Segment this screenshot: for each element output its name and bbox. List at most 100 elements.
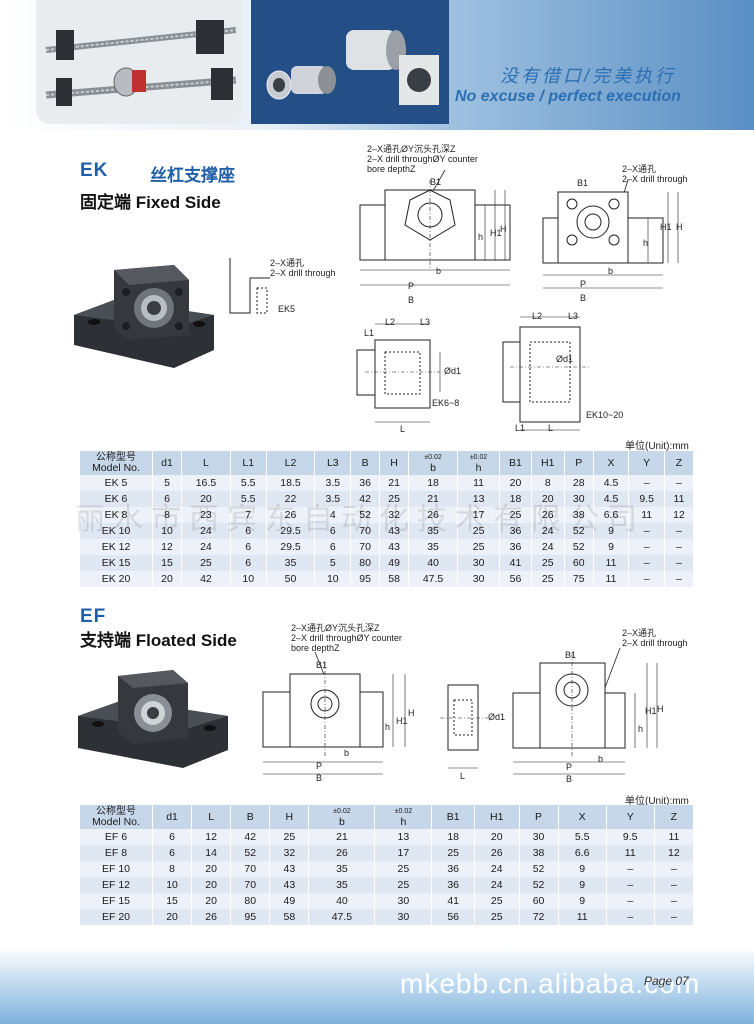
ek-unit-label: 单位(Unit):mm: [625, 441, 689, 452]
ef-product-image: [78, 670, 228, 768]
value-cell: 35: [408, 539, 458, 555]
ek-counterbore-en1: 2–X drill throughØY counter: [367, 154, 478, 164]
value-cell: 4.5: [593, 475, 630, 491]
value-cell: 36: [431, 877, 476, 893]
value-cell: 50: [266, 571, 316, 587]
value-cell: 56: [499, 571, 532, 587]
ef-counterbore-cn: 2–X通孔ØY沉头孔深Z: [291, 623, 380, 633]
value-cell: 9.5: [628, 491, 665, 507]
value-cell: 10: [152, 877, 193, 893]
value-cell: 5.5: [230, 475, 267, 491]
value-cell: 28: [564, 475, 594, 491]
value-cell: 24: [531, 523, 565, 539]
value-cell: 24: [181, 539, 231, 555]
value-cell: 43: [269, 861, 310, 877]
value-cell: 26: [408, 507, 458, 523]
slogan-chinese: 没有借口/完美执行: [500, 66, 677, 86]
ek-right-H1: H1: [660, 222, 672, 232]
value-cell: 20: [191, 861, 232, 877]
value-cell: 7: [230, 507, 267, 523]
value-cell: 12: [664, 507, 695, 523]
ek-col-header-label: Z: [675, 457, 683, 469]
ef-drill-cn: 2–X通孔: [622, 628, 657, 638]
value-cell: 15: [152, 893, 193, 909]
value-cell: 20: [152, 571, 182, 587]
ef-col-header-label: B: [246, 811, 254, 823]
value-cell: 60: [564, 555, 594, 571]
ek-col-header-label: X: [607, 457, 615, 469]
value-cell: 11: [457, 475, 501, 491]
ek-col-header-label: P: [575, 457, 583, 469]
value-cell: 42: [350, 491, 381, 507]
ek6-8-section-drawing: [356, 323, 441, 423]
value-cell: 11: [593, 571, 630, 587]
value-cell: 40: [408, 555, 458, 571]
value-cell: 20: [181, 491, 231, 507]
value-cell: 29.5: [266, 539, 316, 555]
value-cell: 21: [379, 475, 410, 491]
value-cell: 42: [181, 571, 231, 587]
value-cell: 5: [152, 475, 182, 491]
ek-right-b: b: [608, 266, 614, 276]
value-cell: 30: [374, 909, 433, 925]
value-cell: 25: [379, 491, 410, 507]
value-cell: 52: [519, 861, 559, 877]
value-cell: 25: [431, 845, 476, 861]
value-cell: 16.5: [181, 475, 231, 491]
ek-col-header-label: h: [475, 462, 482, 474]
value-cell: 21: [408, 491, 458, 507]
ef-col-header: B: [230, 805, 271, 829]
ef-col-header-label: b: [338, 816, 345, 828]
value-cell: 8: [531, 475, 565, 491]
ek-col-header-label: b: [430, 462, 436, 474]
value-cell: –: [606, 861, 655, 877]
model-cell: EK 6: [80, 491, 153, 507]
ek5-label: EK5: [278, 304, 296, 314]
value-cell: 75: [564, 571, 594, 587]
value-cell: 25: [457, 539, 501, 555]
ek6-8-L3: L3: [420, 317, 431, 327]
ek5-drill-detail: [229, 258, 270, 314]
ef-col-header: B1: [431, 805, 476, 829]
ef-col-header-label: Model No.: [92, 816, 140, 828]
value-cell: –: [628, 475, 665, 491]
ek-col-header: L: [181, 451, 231, 475]
value-cell: 10: [230, 571, 267, 587]
value-cell: 24: [474, 861, 520, 877]
ef-col-header-label: H: [285, 811, 294, 823]
ek-front-P: P: [408, 281, 415, 291]
model-cell: EK 5: [80, 475, 153, 491]
value-cell: 80: [350, 555, 381, 571]
model-cell: EF 10: [80, 861, 153, 877]
ek-col-header: P: [564, 451, 594, 475]
value-cell: –: [654, 877, 695, 893]
value-cell: 29.5: [266, 523, 316, 539]
ek-col-header-label: B1: [509, 457, 522, 469]
value-cell: 35: [308, 877, 376, 893]
value-cell: 22: [266, 491, 316, 507]
value-cell: 18: [499, 491, 532, 507]
value-cell: 6: [152, 491, 182, 507]
ek-col-header: Y: [628, 451, 665, 475]
value-cell: 30: [457, 571, 501, 587]
ef-col-header: L: [191, 805, 232, 829]
ef-col-header-label: H1: [490, 811, 504, 823]
ef-drill-en: 2–X drill through: [622, 638, 688, 648]
value-cell: 4: [314, 507, 352, 523]
ef-col-header: P: [519, 805, 559, 829]
ek-front-b: b: [436, 266, 442, 276]
ef-counterbore-en1: 2–X drill throughØY counter: [291, 633, 402, 643]
value-cell: 20: [152, 909, 193, 925]
ef-right-P: P: [566, 762, 573, 772]
ef-right-b1: B1: [565, 650, 577, 660]
page-number: Page 07: [644, 974, 689, 988]
ef-col-header-top: ±0.02: [394, 808, 413, 815]
value-cell: 52: [230, 845, 271, 861]
ef-right-H1: H1: [645, 706, 657, 716]
ek5-drill-label-cn: 2–X通孔: [270, 258, 305, 268]
